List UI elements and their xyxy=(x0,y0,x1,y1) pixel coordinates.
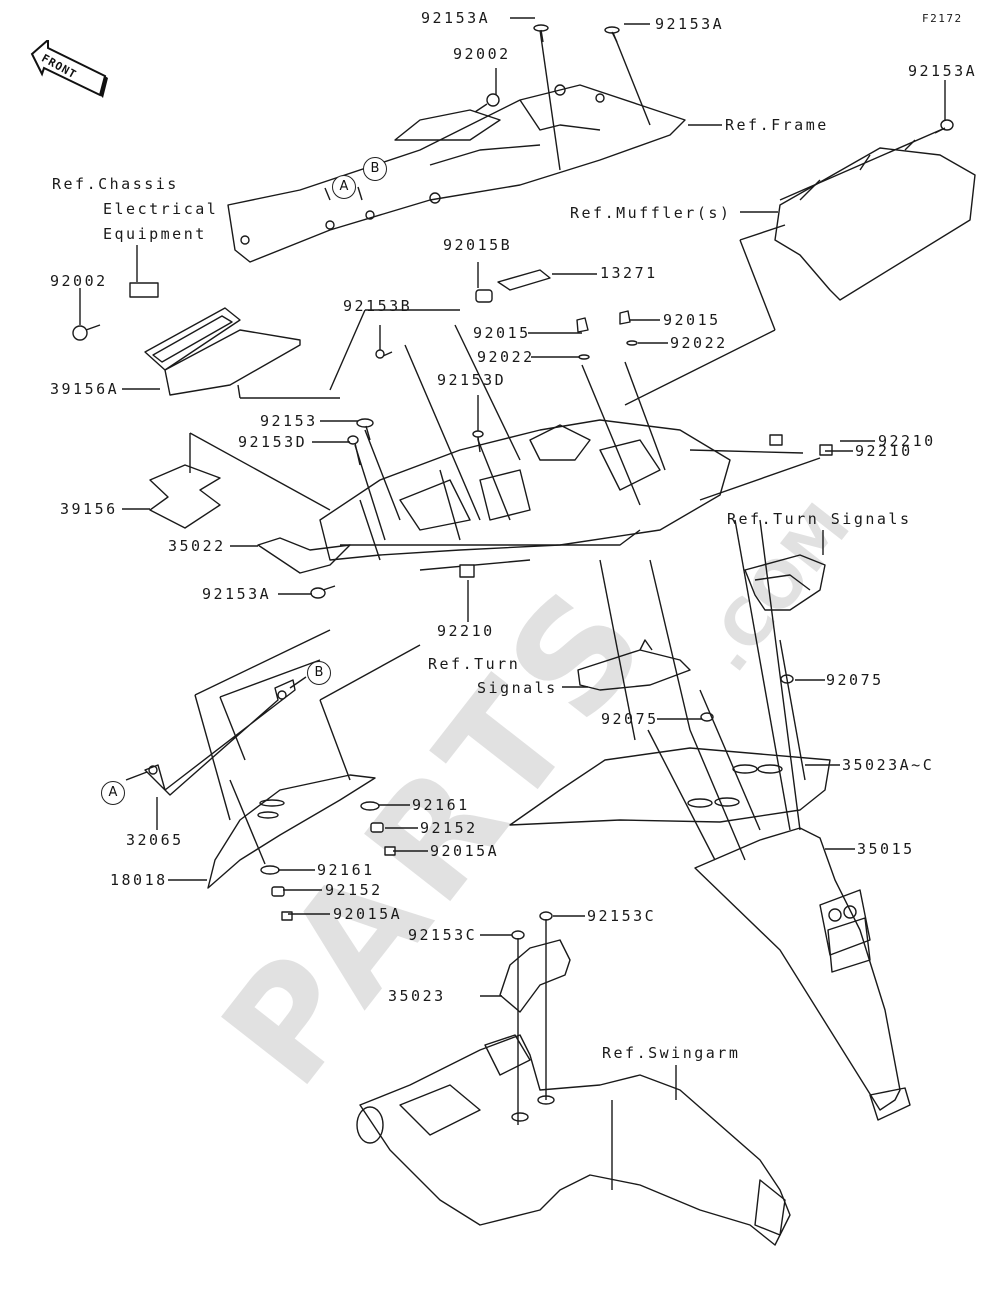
screw xyxy=(533,24,549,43)
screw xyxy=(511,930,525,948)
part-label[interactable]: 35023A~C xyxy=(842,756,935,774)
part-label[interactable]: 35015 xyxy=(857,840,915,858)
part-label[interactable]: 92015B xyxy=(443,236,513,254)
part-label[interactable]: 92152 xyxy=(420,819,478,837)
part-label[interactable]: 92022 xyxy=(670,334,728,352)
part-label[interactable]: 92153D xyxy=(238,433,308,451)
clip xyxy=(769,434,783,446)
plate-35023A-C xyxy=(509,747,831,826)
cover-18018 xyxy=(207,774,376,889)
clip xyxy=(281,911,293,921)
ref-turn-signals-left-line2: Signals xyxy=(477,679,558,697)
part-label[interactable]: 92152 xyxy=(325,881,383,899)
plate-35022 xyxy=(257,537,351,574)
ref-frame: Ref.Frame xyxy=(725,116,829,134)
screw xyxy=(356,418,374,441)
part-label[interactable]: 92153A xyxy=(655,15,725,33)
part-label[interactable]: 92153C xyxy=(587,907,657,925)
part-label[interactable]: 92153 xyxy=(260,412,318,430)
grommet xyxy=(475,289,493,303)
callout-a-top: A xyxy=(332,175,356,199)
part-label[interactable]: 92075 xyxy=(601,710,659,728)
screw xyxy=(347,435,361,466)
callout-b-top: B xyxy=(363,157,387,181)
clip-13271 xyxy=(497,269,551,291)
nut xyxy=(370,822,384,833)
diagram-code: F2172 xyxy=(922,12,963,25)
part-label[interactable]: 92015 xyxy=(663,311,721,329)
front-direction-arrow: FRONT xyxy=(30,37,110,100)
part-label[interactable]: 92153D xyxy=(437,371,507,389)
nut xyxy=(619,310,631,325)
nut xyxy=(576,317,589,333)
grommet xyxy=(360,801,380,811)
stay-32065 xyxy=(144,679,296,796)
part-label[interactable]: 92015A xyxy=(430,842,500,860)
ref-muffler: Ref.Muffler(s) xyxy=(570,204,732,222)
turn-signal-left xyxy=(577,649,691,691)
screw xyxy=(539,911,553,930)
screw xyxy=(472,430,484,453)
screw xyxy=(604,26,620,43)
part-label[interactable]: 92153C xyxy=(408,926,478,944)
part-label[interactable]: 92210 xyxy=(855,442,913,460)
part-label[interactable]: 92161 xyxy=(317,861,375,879)
ref-chassis-line2: Electrical xyxy=(103,200,219,218)
ref-chassis-line3: Equipment xyxy=(103,225,207,243)
part-label[interactable]: 39156 xyxy=(60,500,118,518)
tray-39156A xyxy=(144,307,301,396)
part-label[interactable]: 32065 xyxy=(126,831,184,849)
part-label[interactable]: 35023 xyxy=(388,987,446,1005)
part-label[interactable]: 92075 xyxy=(826,671,884,689)
screw xyxy=(310,585,336,599)
screw xyxy=(375,349,393,359)
part-label[interactable]: 92022 xyxy=(477,348,535,366)
sheet-39156 xyxy=(149,464,221,529)
part-label[interactable]: 13271 xyxy=(600,264,658,282)
clip xyxy=(129,282,159,298)
part-label[interactable]: 92153A xyxy=(421,9,491,27)
clip xyxy=(459,564,475,578)
ref-turn-signals-left-line1: Ref.Turn xyxy=(428,655,521,673)
clip xyxy=(819,444,833,456)
screw xyxy=(934,119,954,134)
turn-signal-right xyxy=(744,554,826,611)
part-label[interactable]: 39156A xyxy=(50,380,120,398)
part-label[interactable]: 35022 xyxy=(168,537,226,555)
part-label[interactable]: 92153A xyxy=(908,62,978,80)
part-label[interactable]: 92210 xyxy=(437,622,495,640)
part-label[interactable]: 92161 xyxy=(412,796,470,814)
swingarm xyxy=(356,1034,791,1246)
bolt xyxy=(72,324,101,341)
washer xyxy=(578,354,590,360)
nut xyxy=(271,886,285,897)
leader-line xyxy=(539,29,561,171)
cover-35023 xyxy=(499,939,571,1013)
ref-swingarm: Ref.Swingarm xyxy=(602,1044,741,1062)
washer xyxy=(626,340,638,346)
bolt xyxy=(474,93,500,113)
part-label[interactable]: 92210 xyxy=(878,432,936,450)
rear-fender-main xyxy=(319,419,731,561)
mudguard-35015 xyxy=(694,827,911,1121)
part-label[interactable]: 92015 xyxy=(473,324,531,342)
ref-chassis-line1: Ref.Chassis xyxy=(52,175,179,193)
part-label[interactable]: 92153A xyxy=(202,585,272,603)
ref-turn-signals-right: Ref.Turn Signals xyxy=(727,510,912,528)
part-label[interactable]: 18018 xyxy=(110,871,168,889)
front-arrow-icon xyxy=(30,37,108,98)
part-label[interactable]: 92015A xyxy=(333,905,403,923)
muffler-part xyxy=(774,127,976,301)
part-label[interactable]: 92153B xyxy=(343,297,413,315)
part-label[interactable]: 92002 xyxy=(50,272,108,290)
part-label[interactable]: 92002 xyxy=(453,45,511,63)
frame-part xyxy=(227,84,686,263)
grommet xyxy=(260,865,280,875)
callout-a-bottom: A xyxy=(101,781,125,805)
callout-b-bottom: B xyxy=(307,661,331,685)
